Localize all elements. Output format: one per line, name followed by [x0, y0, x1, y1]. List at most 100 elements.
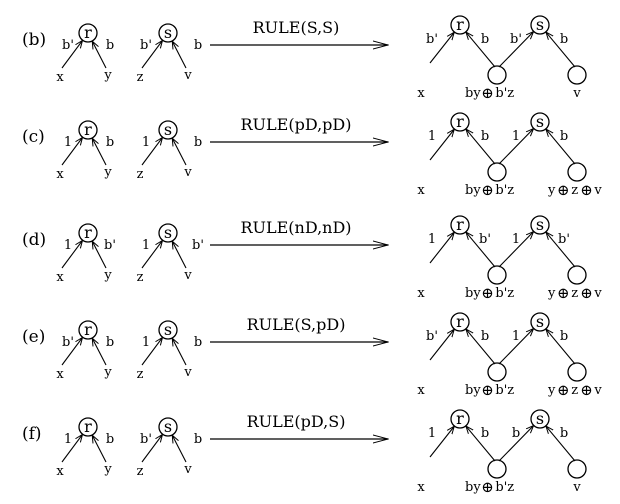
- lhs-s-left-child: z: [137, 464, 144, 479]
- rhs-right-expr-oplus: ⊕: [580, 181, 593, 199]
- lhs-s-left-child: z: [137, 270, 144, 285]
- rhs-mid-r-edge: [466, 33, 496, 68]
- rhs-mid-expr-oplus: ⊕: [481, 84, 494, 102]
- lhs-s-right-weight: b: [194, 432, 202, 447]
- rhs-right-expr-term: y: [547, 286, 556, 301]
- rhs-x-leaf: x: [417, 86, 425, 101]
- lhs-s-node: [158, 417, 178, 437]
- rhs-s-right-weight: b': [558, 232, 570, 247]
- rhs-mid-expr-oplus: ⊕: [481, 181, 494, 199]
- rhs-r-label: r: [456, 15, 464, 34]
- rule-name: RULE(pD,S): [247, 412, 346, 431]
- lhs-s-left-edge: [141, 338, 162, 366]
- rhs-right-node: [567, 362, 587, 382]
- lhs-r-left-child: x: [56, 367, 64, 382]
- rhs-right-s-edge: [546, 427, 576, 462]
- rhs-x-leaf: x: [417, 383, 425, 398]
- rhs-right-expr-term: y: [547, 383, 556, 398]
- rhs-right-s-edge: [546, 330, 576, 365]
- rhs-right-expr-oplus: ⊕: [557, 284, 570, 302]
- lhs-s-right-child: v: [183, 365, 192, 380]
- rhs-mid-s-edge: [498, 232, 533, 268]
- rhs-r-label: r: [456, 112, 464, 131]
- rhs-mid-expr-term: by: [465, 480, 481, 495]
- lhs-r-left-edge: [61, 435, 82, 463]
- row-label: (d): [22, 230, 46, 250]
- lhs-s-right-child: v: [183, 165, 192, 180]
- rhs-r-label: r: [456, 312, 464, 331]
- lhs-r-left-edge: [61, 138, 82, 166]
- lhs-r-right-edge: [93, 139, 107, 166]
- rhs-s-label: s: [536, 15, 544, 34]
- rule-name: RULE(pD,pD): [241, 115, 352, 134]
- lhs-r-left-edge: [61, 241, 82, 269]
- lhs-s-label: s: [164, 320, 172, 339]
- lhs-r-left-weight: 1: [64, 432, 72, 447]
- rhs-right-leaf: v: [572, 480, 581, 495]
- rhs-mid-s-edge: [498, 329, 533, 365]
- lhs-r-label: r: [84, 23, 92, 42]
- lhs-s-right-child: v: [183, 68, 192, 83]
- rhs-r-left-weight: b': [426, 32, 438, 47]
- lhs-r-label: r: [84, 320, 92, 339]
- rhs-r-left-weight: 1: [428, 426, 436, 441]
- rhs-right-expr-oplus: ⊕: [580, 381, 593, 399]
- lhs-r-label: r: [84, 120, 92, 139]
- rhs-s-right-weight: b: [560, 32, 568, 47]
- rhs-s-label: s: [536, 312, 544, 331]
- rhs-s-left-weight: 1: [512, 232, 520, 247]
- rhs-s-right-weight: b: [560, 129, 568, 144]
- rhs-right-expr-term: z: [571, 286, 578, 301]
- rhs-mid-expr-oplus: ⊕: [481, 284, 494, 302]
- rhs-r-right-weight: b: [481, 32, 489, 47]
- lhs-r-label: r: [84, 223, 92, 242]
- lhs-r-left-child: x: [56, 167, 64, 182]
- rhs-r-node: [450, 409, 470, 429]
- rule-name: RULE(nD,nD): [240, 218, 351, 237]
- lhs-r-right-edge: [93, 242, 107, 269]
- rhs-s-label: s: [536, 215, 544, 234]
- rhs-r-left-weight: b': [426, 329, 438, 344]
- lhs-s-node: [158, 320, 178, 340]
- rhs-x-leaf: x: [417, 480, 425, 495]
- rhs-mid-expr-term: by: [465, 286, 481, 301]
- rhs-r-node: [450, 215, 470, 235]
- rhs-s-node: [530, 112, 550, 132]
- lhs-s-right-edge: [173, 242, 187, 269]
- rhs-right-expr-term: v: [593, 183, 602, 198]
- lhs-r-right-child: y: [103, 165, 112, 180]
- rhs-r-left-weight: 1: [428, 232, 436, 247]
- rhs-right-expr-term: z: [571, 183, 578, 198]
- lhs-r-left-edge: [61, 41, 82, 69]
- rhs-right-node: [567, 265, 587, 285]
- lhs-s-right-edge: [173, 139, 187, 166]
- rhs-r-node: [450, 112, 470, 132]
- rhs-mid-expr-term: b'z: [495, 183, 514, 198]
- row-label: (b): [22, 30, 46, 50]
- rhs-r-label: r: [456, 409, 464, 428]
- lhs-r-right-edge: [93, 339, 107, 366]
- rhs-mid-expr-oplus: ⊕: [481, 478, 494, 496]
- lhs-r-right-weight: b: [106, 432, 114, 447]
- rhs-mid-node: [487, 362, 507, 382]
- lhs-s-right-edge: [173, 339, 187, 366]
- row-label: (c): [22, 127, 45, 147]
- rhs-right-expr-term: z: [571, 383, 578, 398]
- lhs-r-right-child: y: [103, 268, 112, 283]
- rhs-mid-expr-term: b'z: [495, 86, 514, 101]
- rhs-mid-node: [487, 459, 507, 479]
- rule-name: RULE(S,S): [253, 18, 340, 37]
- lhs-s-left-weight: b': [140, 432, 152, 447]
- lhs-s-left-edge: [141, 241, 162, 269]
- rhs-s-node: [530, 15, 550, 35]
- rhs-r-right-weight: b: [481, 129, 489, 144]
- lhs-s-right-weight: b: [194, 135, 202, 150]
- lhs-r-left-weight: b': [62, 335, 74, 350]
- rhs-s-node: [530, 409, 550, 429]
- lhs-r-left-child: x: [56, 270, 64, 285]
- rhs-mid-node: [487, 265, 507, 285]
